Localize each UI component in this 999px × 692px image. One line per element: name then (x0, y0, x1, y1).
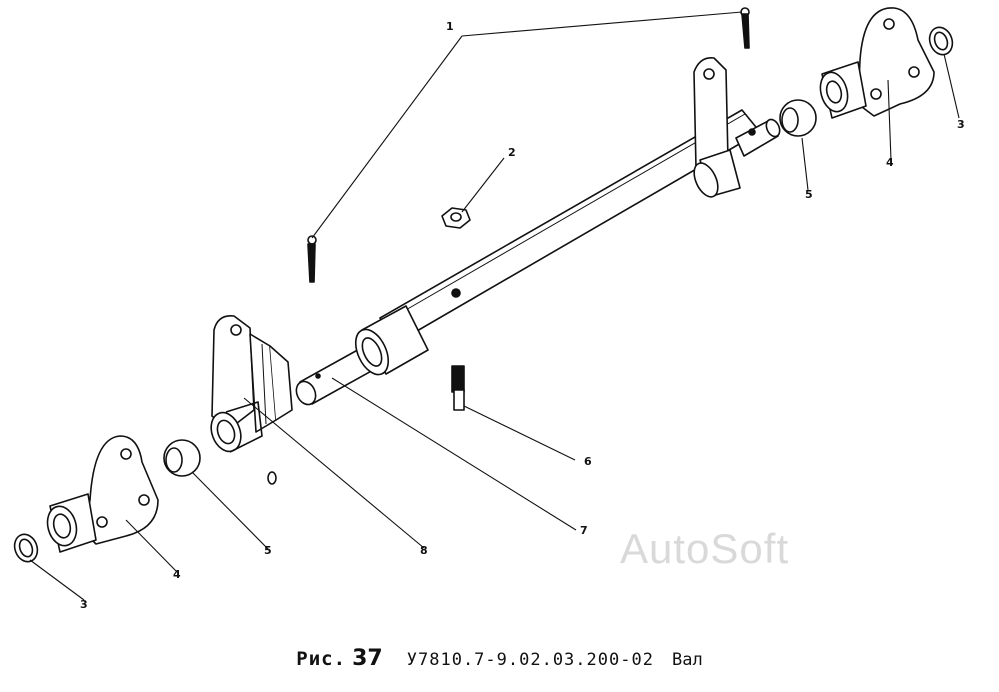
watermark: AutoSoft (620, 525, 790, 572)
leader-lines (29, 11, 960, 601)
bracket-left (46, 435, 159, 553)
figure-caption: Рис. 37 У7810.7-9.02.03.200-02 Вал (0, 646, 999, 671)
callout-4-left: 4 (173, 568, 181, 581)
washer-left (13, 533, 39, 563)
part-name: Вал (671, 650, 703, 670)
right-lever (693, 56, 741, 198)
callout-3-right: 3 (957, 118, 965, 131)
callout-2: 2 (508, 146, 516, 159)
callout-8: 8 (420, 544, 428, 557)
callout-labels: 1 2 3 3 4 4 5 5 6 7 8 (80, 20, 965, 611)
small-washer (267, 471, 277, 485)
washer-right (928, 26, 954, 56)
callout-1: 1 (446, 20, 454, 33)
callout-4-right: 4 (886, 156, 894, 169)
figure-label: Рис. (296, 648, 347, 670)
bushing-right (779, 99, 817, 137)
left-lever (210, 314, 293, 453)
stud (451, 365, 465, 411)
nut (441, 207, 471, 229)
callout-3-left: 3 (80, 598, 88, 611)
callout-5-right: 5 (805, 188, 813, 201)
figure-number: 37 (352, 646, 383, 671)
bushing-left (163, 439, 201, 477)
part-code: У7810.7-9.02.03.200-02 (406, 650, 654, 670)
callout-5-left: 5 (264, 544, 272, 557)
callout-6: 6 (584, 455, 592, 468)
cotter-pin-top (740, 7, 750, 49)
shaft (295, 109, 781, 406)
cotter-pin-left (307, 235, 317, 283)
callout-7: 7 (580, 524, 588, 537)
bracket-right (819, 7, 935, 119)
